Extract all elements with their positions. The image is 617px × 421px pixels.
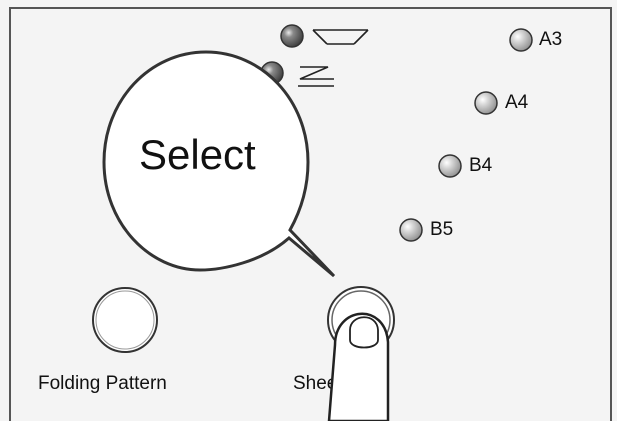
led-a3	[509, 28, 533, 52]
fold-z-icon	[298, 66, 334, 87]
size-label-b4: B4	[469, 155, 493, 176]
callout-text: Select	[139, 131, 256, 178]
led-a4	[474, 91, 498, 115]
callout-bubble	[102, 50, 336, 278]
panel-border	[9, 7, 612, 421]
size-label-a3: A3	[539, 29, 563, 50]
led-b5	[399, 218, 423, 242]
folding-pattern-label: Folding Pattern	[38, 373, 167, 394]
size-label-a4: A4	[505, 92, 529, 113]
size-label-b5: B5	[430, 219, 454, 240]
led-b4	[438, 154, 462, 178]
folding-pattern-button-graphic	[92, 287, 158, 353]
led-fold-triangle	[280, 24, 304, 48]
fold-triangle-indicator	[280, 24, 369, 48]
fold-triangle-icon	[312, 29, 369, 45]
